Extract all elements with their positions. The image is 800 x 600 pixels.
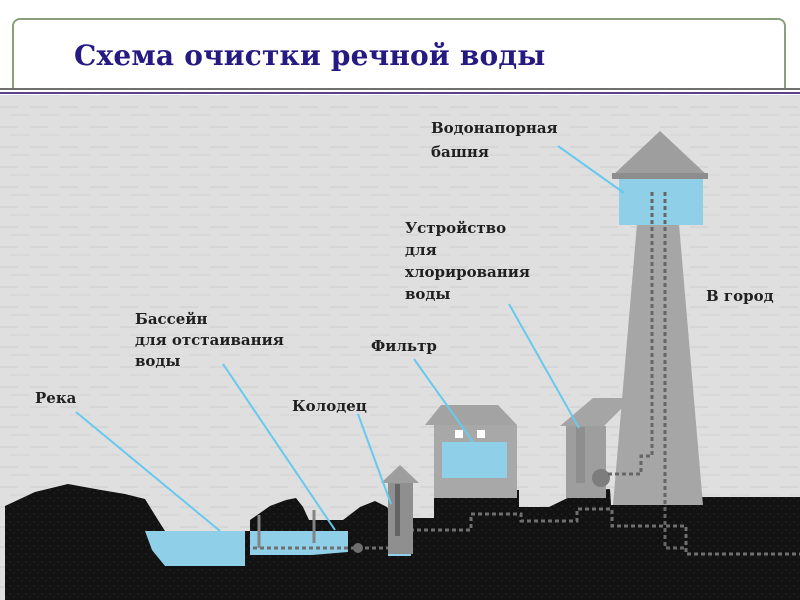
label-settling-basin-line-2: для отстаивания: [135, 331, 284, 349]
title-divider: [0, 88, 800, 90]
filter-leader-line: [413, 358, 474, 443]
filter-roof: [425, 405, 517, 425]
filter-window: [455, 430, 463, 438]
well-shaft: [395, 484, 400, 536]
tower-roof-eave: [612, 173, 708, 179]
chlorination-shed: [566, 426, 606, 498]
river-water: [145, 531, 245, 566]
well-house: [388, 483, 413, 554]
title-frame: [12, 18, 786, 88]
tower-roof: [612, 131, 708, 176]
label-water-tower-line-1: Водонапорная: [431, 119, 558, 137]
label-chlorination-line-4: воды: [405, 285, 450, 303]
well-roof: [381, 465, 419, 483]
water-tower-leader-line: [557, 145, 625, 194]
label-well: Колодец: [292, 397, 367, 415]
settling-basin-water: [250, 531, 348, 555]
slide-title: Схема очистки речной воды: [74, 39, 546, 72]
tower-body: [613, 224, 703, 505]
label-filter: Фильтр: [371, 337, 437, 355]
label-river: Река: [35, 389, 77, 407]
filter-window-2: [477, 430, 485, 438]
filter-water: [442, 442, 507, 478]
pump-valve: [353, 543, 363, 553]
river-leader-line: [75, 411, 221, 532]
label-chlorination-line-3: хлорирования: [405, 263, 530, 281]
label-settling-basin-line-3: воды: [135, 352, 180, 370]
underground-pipe: [253, 507, 800, 556]
label-settling-basin-line-1: Бассейн: [135, 310, 207, 328]
chlorination-pump: [592, 469, 610, 487]
label-chlorination-line-1: Устройство: [405, 219, 506, 237]
well-leader-line: [357, 413, 392, 505]
label-to-city: В город: [706, 287, 774, 305]
settling-basin-leader-line: [222, 363, 336, 531]
chlorination-column: [576, 427, 585, 483]
water-treatment-diagram: Река Бассейн для отстаивания воды Колоде…: [0, 95, 800, 600]
chlorination-roof: [560, 398, 632, 426]
title-divider-accent: [0, 92, 800, 94]
chlorination-leader-line: [508, 303, 580, 429]
label-chlorination-line-2: для: [405, 241, 437, 259]
label-water-tower-line-2: башня: [431, 143, 489, 161]
tower-tank: [619, 177, 703, 225]
tower-inlet-pipe: [607, 192, 654, 476]
